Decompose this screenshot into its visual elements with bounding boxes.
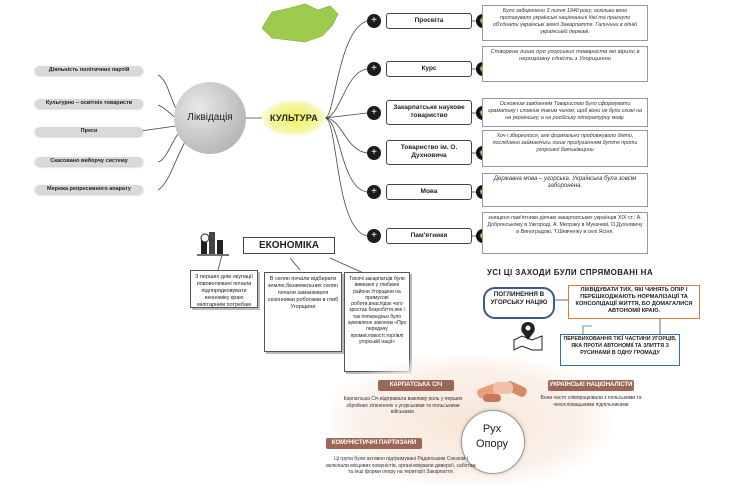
liquidation-item-parties: Діяльність політичних партій — [35, 66, 143, 75]
topic-scientific-society-desc: Основним завданням Товариство було сформ… — [482, 98, 648, 127]
topic-icon: + — [367, 146, 381, 160]
topic-prosvita-desc: Було заборонено 3 липня 1940 року, оскіл… — [482, 5, 648, 41]
map-pin-icon — [510, 320, 546, 352]
handshake-icon — [475, 372, 531, 408]
topic-scientific-society: Закарпатське наукове товариство — [386, 100, 472, 125]
measures-title: УСІ ЦІ ЗАХОДИ БУЛИ СПРЯМОВАНІ НА — [487, 268, 654, 277]
liquidation-item-elections: Скасовано виборчу систему — [35, 157, 143, 166]
topic-prosvita: Просвіта — [386, 13, 472, 29]
ukrainian-nationalists-label: УКРАЇНСЬКІ НАЦІОНАЛІСТИ — [548, 380, 634, 391]
liquidation-label: Ліквідація — [187, 112, 233, 123]
topic-dukhnovych-society-desc: Хоч і збереглося, але формально продовжу… — [482, 130, 648, 167]
topic-icon: + — [367, 14, 381, 28]
economy-card-land: В селян почали відбирати землю,безземель… — [264, 272, 342, 352]
topic-language: Мова — [386, 184, 472, 200]
hungary-map-shape — [261, 3, 339, 43]
topic-language-desc: Державна мова – угорська. Українська бул… — [482, 173, 648, 207]
carpathian-sich-desc: Карпатська Січ відігравала важливу роль … — [343, 396, 463, 415]
culture-title: КУЛЬТУРА — [269, 113, 319, 123]
absorption-box: ПОГЛИНЕННЯ В УГОРСЬКУ НАЦІЮ — [483, 287, 555, 319]
ukrainian-nationalists-desc: Вони часто співпрацювали з польськими та… — [540, 395, 642, 408]
economy-money-icon — [195, 230, 231, 258]
carpathian-sich-label: КАРПАТСЬКА СІЧ — [378, 380, 454, 391]
liquidation-item-press: Преси — [35, 127, 143, 136]
topic-kurs: Курс — [386, 61, 472, 77]
topic-icon: + — [367, 62, 381, 76]
topic-dukhnovych-society: Товариство ім. О. Духновича — [386, 140, 472, 165]
liquidation-item-societies: Культурно – освітніх товариств — [35, 99, 143, 108]
goal-reeducation-box: ПЕРЕВИХОВАННЯ ТІЄЇ ЧАСТИНИ УГОРЦІВ, ЯКА … — [560, 334, 680, 366]
resistance-circle — [461, 410, 525, 474]
liquidation-circle — [174, 82, 246, 154]
economy-card-military: З перших днів окупації пововолювачі поча… — [190, 270, 258, 308]
topic-monuments-desc: знищено пам'ятники діячам закарпатських … — [482, 212, 648, 254]
topic-kurs-desc: Створене лише про угорських товариств як… — [482, 46, 648, 82]
topic-icon: + — [367, 106, 381, 120]
communist-partisans-label: КОМУНІСТИЧНІ ПАРТИЗАНИ — [326, 438, 422, 449]
resistance-title: Рух Опору — [475, 423, 509, 450]
culture-highlight — [262, 100, 326, 136]
topic-icon: + — [367, 185, 381, 199]
communist-partisans-desc: Ці групи були активно підтримувані Радян… — [326, 456, 476, 475]
goal-liquidate-box: ЛІКВІДУВАТИ ТИХ, ЯКІ ЧИНЯТЬ ОПІР І ПЕРЕШ… — [568, 285, 700, 319]
liquidation-item-repression: Мережа репресивного апарату — [35, 185, 143, 194]
economy-title: ЕКОНОМІКА — [243, 237, 335, 254]
topic-monuments: Пам'ятники — [386, 228, 472, 244]
topic-icon: + — [367, 229, 381, 243]
